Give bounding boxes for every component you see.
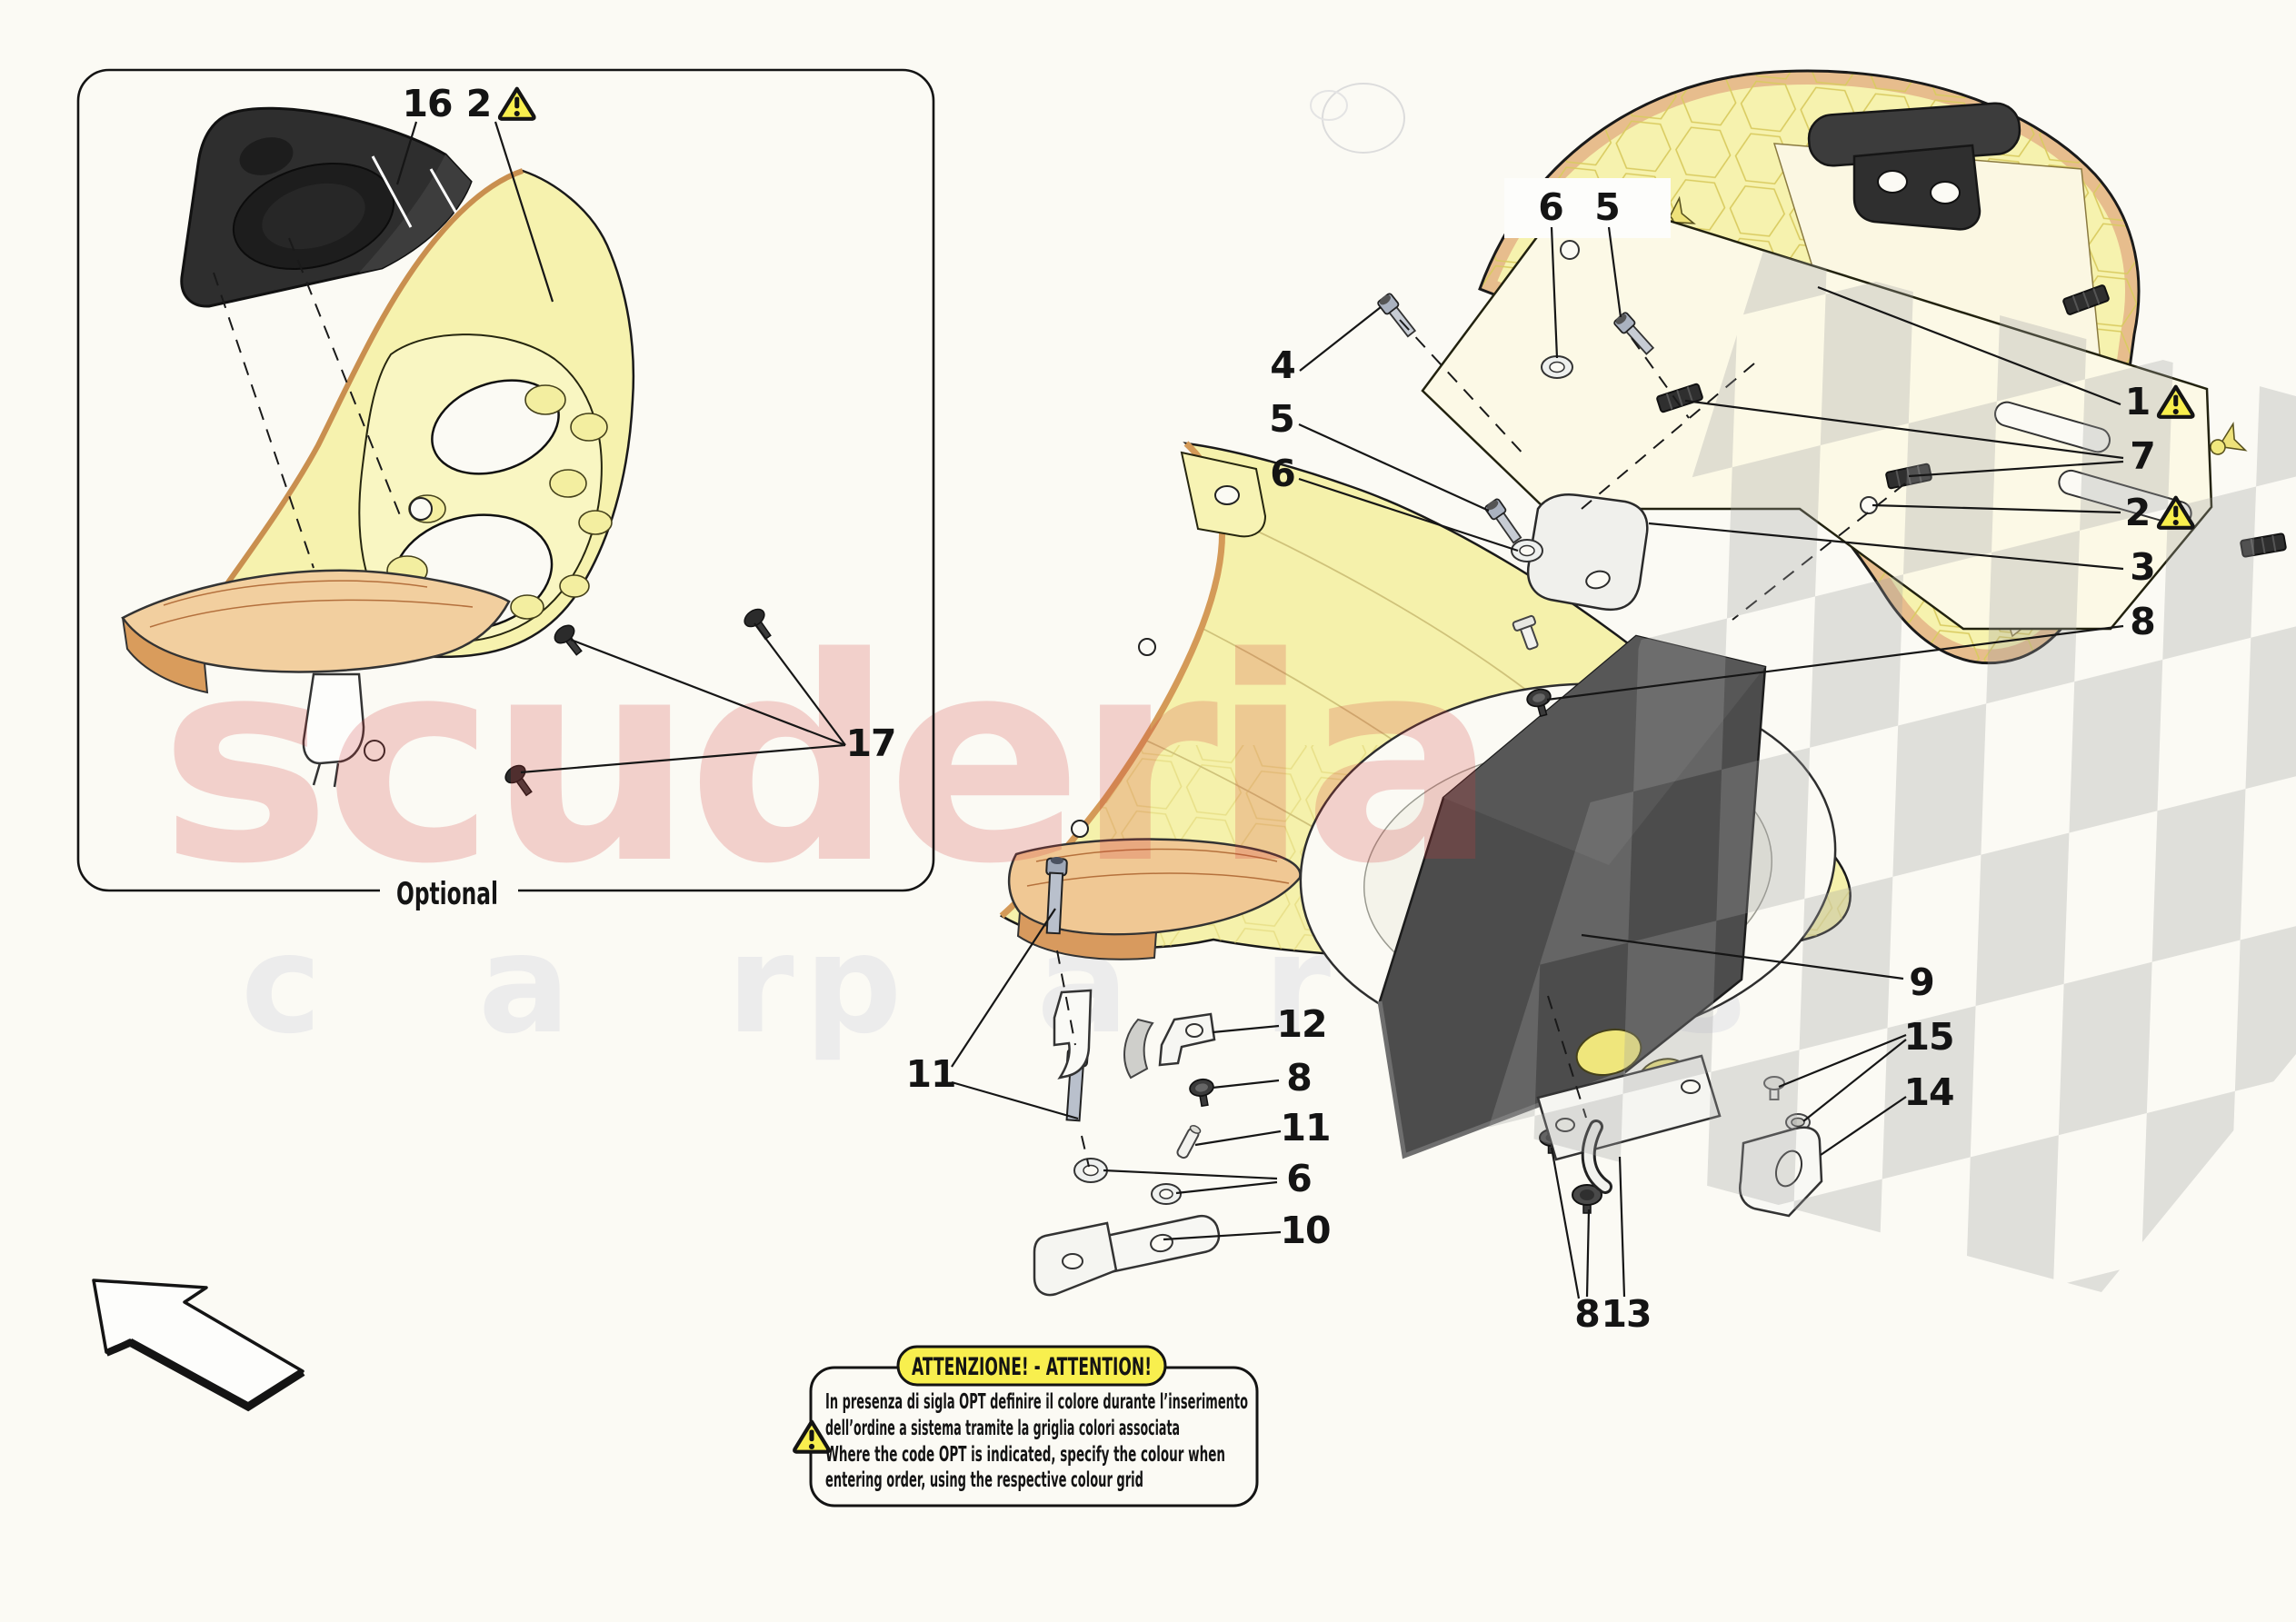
screw-17-c: [504, 764, 533, 797]
svg-text:c a r: c a r: [241, 906, 849, 1064]
label-plate: [1504, 178, 1671, 238]
optional-yellow-panel: [221, 168, 635, 761]
bolt-11-upper: [1045, 856, 1068, 935]
washer-6c: [1073, 1158, 1108, 1183]
optional-footrest: [121, 569, 511, 788]
bracket-10: [1033, 1214, 1221, 1297]
faint-sketch-marks: [1310, 83, 1405, 154]
screw-4: [1377, 293, 1417, 338]
screw-5b: [1613, 312, 1655, 355]
arch-handle-dark: [1807, 102, 2021, 231]
stud-11-target: [1176, 1125, 1202, 1159]
clip-12-cluster: [1123, 1012, 1216, 1080]
washer-6d: [1151, 1183, 1182, 1205]
warning-title: ATTENZIONE! - ATTENTION!: [912, 1353, 1152, 1381]
washer-6a: [1541, 355, 1573, 379]
washer-6b: [1511, 539, 1543, 562]
screw-17-b: [744, 608, 772, 641]
warning-line-3: Where the code OPT is indicated, specify…: [825, 1443, 1225, 1467]
leader-lines: [395, 121, 2124, 1299]
watermark-brand: scuderia: [159, 598, 1491, 926]
direction-arrow-up-left-icon: [92, 1279, 305, 1412]
warning-line-2: dell’ordine a sistema tramite la griglia…: [825, 1417, 1180, 1440]
optional-box: Optional: [76, 68, 935, 912]
screw-8-right: [1526, 688, 1552, 718]
screw-8-center: [1189, 1078, 1214, 1108]
stud-clip: [1512, 614, 1539, 651]
optional-box-content: [121, 106, 772, 797]
warning-line-1: In presenza di sigla OPT definire il col…: [825, 1390, 1248, 1414]
optional-label: Optional: [396, 876, 498, 912]
screw-17-a: [554, 624, 583, 656]
hook-bracket: [1053, 989, 1093, 1080]
part-16-speaker-panel: [180, 106, 473, 308]
screw-5a: [1484, 498, 1522, 544]
warning-triangle-icon: [793, 1419, 831, 1454]
bracket-3: [1526, 493, 1649, 612]
flange-screw-8-bottom: [1572, 1184, 1602, 1214]
warning-box: ATTENZIONE! - ATTENTION! In presenza di …: [793, 1345, 1259, 1508]
warning-line-4: entering order, using the respective col…: [825, 1468, 1143, 1492]
